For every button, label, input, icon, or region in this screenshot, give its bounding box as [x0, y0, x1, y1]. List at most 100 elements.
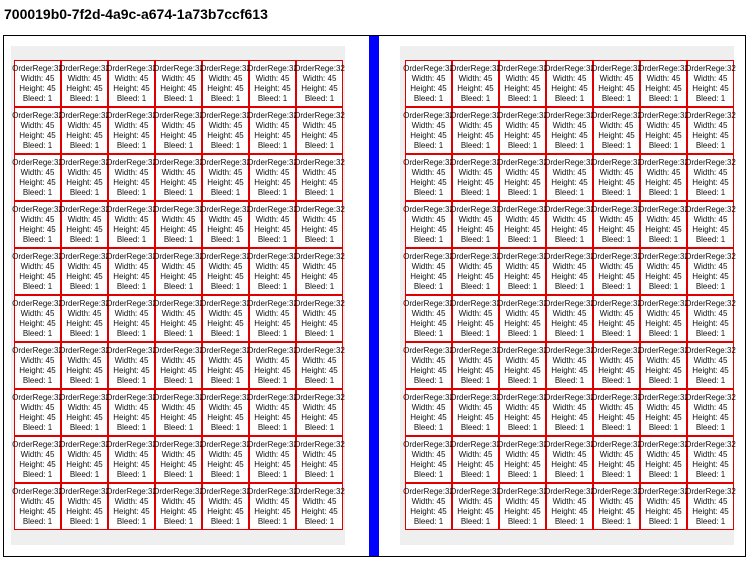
tile-right[interactable]: OrderRege:32Width: 45Height: 45Bleed: 1 — [638, 154, 689, 201]
tile-right[interactable]: OrderRege:32Width: 45Height: 45Bleed: 1 — [591, 342, 642, 389]
tile-left[interactable]: OrderRege:32Width: 45Height: 45Bleed: 1 — [153, 60, 204, 107]
tile-left[interactable]: OrderRege:32Width: 45Height: 45Bleed: 1 — [247, 154, 298, 201]
tile-left[interactable]: OrderRege:32Width: 45Height: 45Bleed: 1 — [294, 342, 345, 389]
tile-right[interactable]: OrderRege:32Width: 45Height: 45Bleed: 1 — [497, 295, 548, 342]
tile-left[interactable]: OrderRege:32Width: 45Height: 45Bleed: 1 — [59, 295, 110, 342]
tile-left[interactable]: OrderRege:32Width: 45Height: 45Bleed: 1 — [200, 154, 251, 201]
tile-left[interactable]: OrderRege:32Width: 45Height: 45Bleed: 1 — [294, 60, 345, 107]
tile-right[interactable]: OrderRege:32Width: 45Height: 45Bleed: 1 — [638, 60, 689, 107]
tile-right[interactable]: OrderRege:32Width: 45Height: 45Bleed: 1 — [591, 436, 642, 483]
tile-left[interactable]: OrderRege:32Width: 45Height: 45Bleed: 1 — [106, 201, 157, 248]
tile-left[interactable]: OrderRege:32Width: 45Height: 45Bleed: 1 — [59, 154, 110, 201]
tile-left[interactable]: OrderRege:32Width: 45Height: 45Bleed: 1 — [153, 248, 204, 295]
tile-right[interactable]: OrderRege:32Width: 45Height: 45Bleed: 1 — [591, 483, 642, 530]
tile-right[interactable]: OrderRege:32Width: 45Height: 45Bleed: 1 — [591, 248, 642, 295]
tile-left[interactable]: OrderRege:32Width: 45Height: 45Bleed: 1 — [106, 107, 157, 154]
tile-right[interactable]: OrderRege:32Width: 45Height: 45Bleed: 1 — [638, 436, 689, 483]
tile-right[interactable]: OrderRege:32Width: 45Height: 45Bleed: 1 — [544, 60, 595, 107]
tile-left[interactable]: OrderRege:32Width: 45Height: 45Bleed: 1 — [200, 201, 251, 248]
tile-right[interactable]: OrderRege:32Width: 45Height: 45Bleed: 1 — [685, 201, 736, 248]
tile-left[interactable]: OrderRege:32Width: 45Height: 45Bleed: 1 — [12, 436, 63, 483]
tile-right[interactable]: OrderRege:32Width: 45Height: 45Bleed: 1 — [450, 295, 501, 342]
tile-right[interactable]: OrderRege:32Width: 45Height: 45Bleed: 1 — [638, 389, 689, 436]
tile-right[interactable]: OrderRege:32Width: 45Height: 45Bleed: 1 — [450, 342, 501, 389]
tile-left[interactable]: OrderRege:32Width: 45Height: 45Bleed: 1 — [200, 248, 251, 295]
tile-right[interactable]: OrderRege:32Width: 45Height: 45Bleed: 1 — [591, 154, 642, 201]
tile-left[interactable]: OrderRege:32Width: 45Height: 45Bleed: 1 — [247, 60, 298, 107]
tile-left[interactable]: OrderRege:32Width: 45Height: 45Bleed: 1 — [247, 436, 298, 483]
tile-right[interactable]: OrderRege:32Width: 45Height: 45Bleed: 1 — [450, 248, 501, 295]
tile-left[interactable]: OrderRege:32Width: 45Height: 45Bleed: 1 — [294, 295, 345, 342]
tile-left[interactable]: OrderRege:32Width: 45Height: 45Bleed: 1 — [294, 107, 345, 154]
tile-left[interactable]: OrderRege:32Width: 45Height: 45Bleed: 1 — [59, 389, 110, 436]
tile-left[interactable]: OrderRege:32Width: 45Height: 45Bleed: 1 — [153, 107, 204, 154]
tile-right[interactable]: OrderRege:32Width: 45Height: 45Bleed: 1 — [497, 60, 548, 107]
tile-left[interactable]: OrderRege:32Width: 45Height: 45Bleed: 1 — [12, 154, 63, 201]
tile-right[interactable]: OrderRege:32Width: 45Height: 45Bleed: 1 — [544, 295, 595, 342]
tile-left[interactable]: OrderRege:32Width: 45Height: 45Bleed: 1 — [153, 389, 204, 436]
tile-right[interactable]: OrderRege:32Width: 45Height: 45Bleed: 1 — [450, 60, 501, 107]
tile-right[interactable]: OrderRege:32Width: 45Height: 45Bleed: 1 — [497, 248, 548, 295]
tile-right[interactable]: OrderRege:32Width: 45Height: 45Bleed: 1 — [497, 154, 548, 201]
tile-left[interactable]: OrderRege:32Width: 45Height: 45Bleed: 1 — [200, 436, 251, 483]
tile-right[interactable]: OrderRege:32Width: 45Height: 45Bleed: 1 — [685, 295, 736, 342]
tile-right[interactable]: OrderRege:32Width: 45Height: 45Bleed: 1 — [685, 436, 736, 483]
tile-right[interactable]: OrderRege:32Width: 45Height: 45Bleed: 1 — [403, 389, 454, 436]
tile-right[interactable]: OrderRege:32Width: 45Height: 45Bleed: 1 — [591, 107, 642, 154]
tile-right[interactable]: OrderRege:32Width: 45Height: 45Bleed: 1 — [450, 201, 501, 248]
tile-right[interactable]: OrderRege:32Width: 45Height: 45Bleed: 1 — [450, 154, 501, 201]
tile-left[interactable]: OrderRege:32Width: 45Height: 45Bleed: 1 — [247, 342, 298, 389]
tile-right[interactable]: OrderRege:32Width: 45Height: 45Bleed: 1 — [544, 201, 595, 248]
tile-right[interactable]: OrderRege:32Width: 45Height: 45Bleed: 1 — [450, 389, 501, 436]
tile-left[interactable]: OrderRege:32Width: 45Height: 45Bleed: 1 — [12, 389, 63, 436]
tile-left[interactable]: OrderRege:32Width: 45Height: 45Bleed: 1 — [153, 154, 204, 201]
tile-left[interactable]: OrderRege:32Width: 45Height: 45Bleed: 1 — [247, 389, 298, 436]
tile-right[interactable]: OrderRege:32Width: 45Height: 45Bleed: 1 — [403, 483, 454, 530]
tile-left[interactable]: OrderRege:32Width: 45Height: 45Bleed: 1 — [59, 60, 110, 107]
tile-right[interactable]: OrderRege:32Width: 45Height: 45Bleed: 1 — [497, 483, 548, 530]
tile-left[interactable]: OrderRege:32Width: 45Height: 45Bleed: 1 — [247, 483, 298, 530]
tile-left[interactable]: OrderRege:32Width: 45Height: 45Bleed: 1 — [294, 389, 345, 436]
tile-right[interactable]: OrderRege:32Width: 45Height: 45Bleed: 1 — [450, 107, 501, 154]
tile-right[interactable]: OrderRege:32Width: 45Height: 45Bleed: 1 — [638, 201, 689, 248]
tile-left[interactable]: OrderRege:32Width: 45Height: 45Bleed: 1 — [200, 483, 251, 530]
tile-left[interactable]: OrderRege:32Width: 45Height: 45Bleed: 1 — [200, 60, 251, 107]
tile-right[interactable]: OrderRege:32Width: 45Height: 45Bleed: 1 — [685, 154, 736, 201]
tile-right[interactable]: OrderRege:32Width: 45Height: 45Bleed: 1 — [497, 342, 548, 389]
tile-left[interactable]: OrderRege:32Width: 45Height: 45Bleed: 1 — [294, 436, 345, 483]
tile-left[interactable]: OrderRege:32Width: 45Height: 45Bleed: 1 — [106, 248, 157, 295]
tile-left[interactable]: OrderRege:32Width: 45Height: 45Bleed: 1 — [12, 60, 63, 107]
tile-left[interactable]: OrderRege:32Width: 45Height: 45Bleed: 1 — [59, 107, 110, 154]
tile-left[interactable]: OrderRege:32Width: 45Height: 45Bleed: 1 — [106, 154, 157, 201]
tile-right[interactable]: OrderRege:32Width: 45Height: 45Bleed: 1 — [638, 295, 689, 342]
tile-left[interactable]: OrderRege:32Width: 45Height: 45Bleed: 1 — [294, 154, 345, 201]
tile-left[interactable]: OrderRege:32Width: 45Height: 45Bleed: 1 — [153, 436, 204, 483]
tile-left[interactable]: OrderRege:32Width: 45Height: 45Bleed: 1 — [12, 342, 63, 389]
tile-right[interactable]: OrderRege:32Width: 45Height: 45Bleed: 1 — [544, 154, 595, 201]
tile-right[interactable]: OrderRege:32Width: 45Height: 45Bleed: 1 — [450, 483, 501, 530]
tile-right[interactable]: OrderRege:32Width: 45Height: 45Bleed: 1 — [638, 483, 689, 530]
tile-right[interactable]: OrderRege:32Width: 45Height: 45Bleed: 1 — [638, 107, 689, 154]
tile-right[interactable]: OrderRege:32Width: 45Height: 45Bleed: 1 — [497, 389, 548, 436]
tile-left[interactable]: OrderRege:32Width: 45Height: 45Bleed: 1 — [106, 483, 157, 530]
tile-left[interactable]: OrderRege:32Width: 45Height: 45Bleed: 1 — [247, 295, 298, 342]
tile-left[interactable]: OrderRege:32Width: 45Height: 45Bleed: 1 — [106, 342, 157, 389]
tile-left[interactable]: OrderRege:32Width: 45Height: 45Bleed: 1 — [247, 107, 298, 154]
tile-right[interactable]: OrderRege:32Width: 45Height: 45Bleed: 1 — [403, 60, 454, 107]
tile-left[interactable]: OrderRege:32Width: 45Height: 45Bleed: 1 — [59, 436, 110, 483]
tile-right[interactable]: OrderRege:32Width: 45Height: 45Bleed: 1 — [685, 248, 736, 295]
tile-left[interactable]: OrderRege:32Width: 45Height: 45Bleed: 1 — [200, 107, 251, 154]
tile-right[interactable]: OrderRege:32Width: 45Height: 45Bleed: 1 — [591, 389, 642, 436]
tile-right[interactable]: OrderRege:32Width: 45Height: 45Bleed: 1 — [591, 295, 642, 342]
tile-right[interactable]: OrderRege:32Width: 45Height: 45Bleed: 1 — [403, 154, 454, 201]
tile-left[interactable]: OrderRege:32Width: 45Height: 45Bleed: 1 — [153, 342, 204, 389]
tile-left[interactable]: OrderRege:32Width: 45Height: 45Bleed: 1 — [106, 436, 157, 483]
tile-left[interactable]: OrderRege:32Width: 45Height: 45Bleed: 1 — [200, 389, 251, 436]
tile-left[interactable]: OrderRege:32Width: 45Height: 45Bleed: 1 — [59, 342, 110, 389]
tile-right[interactable]: OrderRege:32Width: 45Height: 45Bleed: 1 — [403, 201, 454, 248]
tile-right[interactable]: OrderRege:32Width: 45Height: 45Bleed: 1 — [497, 201, 548, 248]
tile-right[interactable]: OrderRege:32Width: 45Height: 45Bleed: 1 — [544, 436, 595, 483]
tile-left[interactable]: OrderRege:32Width: 45Height: 45Bleed: 1 — [12, 483, 63, 530]
tile-left[interactable]: OrderRege:32Width: 45Height: 45Bleed: 1 — [153, 201, 204, 248]
tile-right[interactable]: OrderRege:32Width: 45Height: 45Bleed: 1 — [685, 107, 736, 154]
